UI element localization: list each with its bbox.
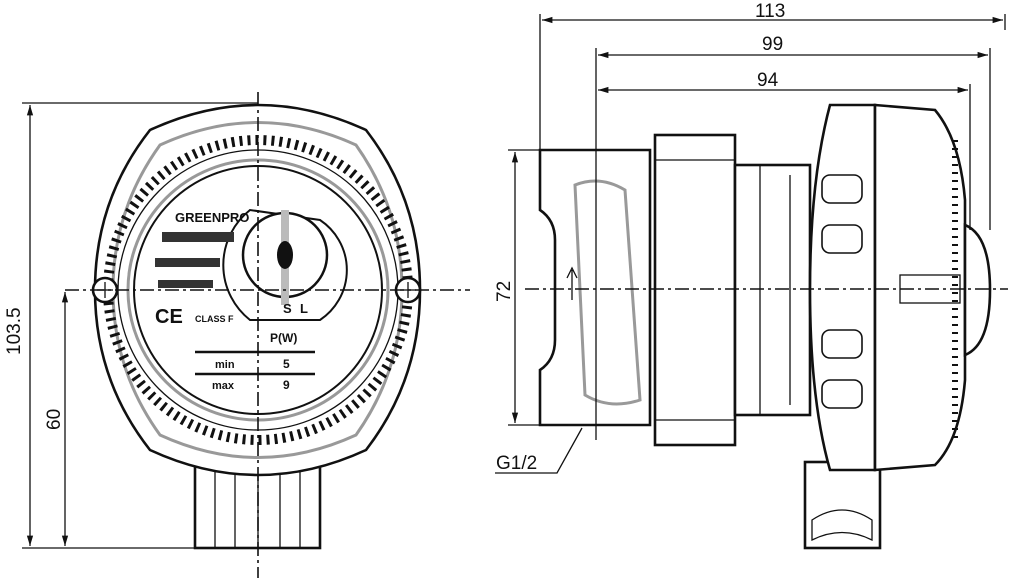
motor-neck — [733, 163, 812, 417]
ce-mark: CE — [155, 306, 183, 328]
spec-text-block — [155, 258, 220, 267]
motor-housing — [808, 103, 877, 472]
dim-axis-height: 60 — [44, 409, 65, 430]
side-bottom-connector — [803, 460, 882, 550]
thread-label: G1/2 — [496, 453, 537, 474]
row-min-label: min — [215, 359, 235, 371]
pump-housing — [538, 148, 652, 427]
thread-leader — [495, 427, 583, 474]
motor-fins — [821, 174, 863, 409]
model-text-block — [162, 232, 234, 242]
speed-label-s: S — [283, 301, 292, 316]
front-view: S L GREENPRO CE CLASS F P(W) min 5 max 9… — [4, 92, 470, 578]
end-cap — [963, 223, 992, 357]
insulation-class: CLASS F — [195, 314, 234, 324]
spec-text-block-2 — [158, 280, 213, 288]
speed-label-l: L — [300, 301, 308, 316]
flow-arrow-icon — [566, 266, 578, 300]
dim-length-94: 94 — [757, 70, 779, 91]
motor-cap — [873, 103, 967, 472]
union-nut — [653, 133, 737, 447]
speed-dial: S L — [222, 208, 348, 321]
row-max-value: 9 — [283, 378, 290, 392]
dim-overall-height: 103.5 — [4, 307, 25, 355]
dim-overall-length: 113 — [755, 1, 785, 22]
row-min-value: 5 — [283, 357, 290, 371]
dim-length-99: 99 — [762, 34, 783, 55]
dim-height-72: 72 — [494, 281, 515, 302]
brand-label: GREENPRO — [175, 210, 249, 225]
row-max-label: max — [212, 380, 235, 392]
side-view: 113 99 94 72 G1/2 — [494, 1, 1008, 550]
power-header: P(W) — [270, 331, 297, 345]
